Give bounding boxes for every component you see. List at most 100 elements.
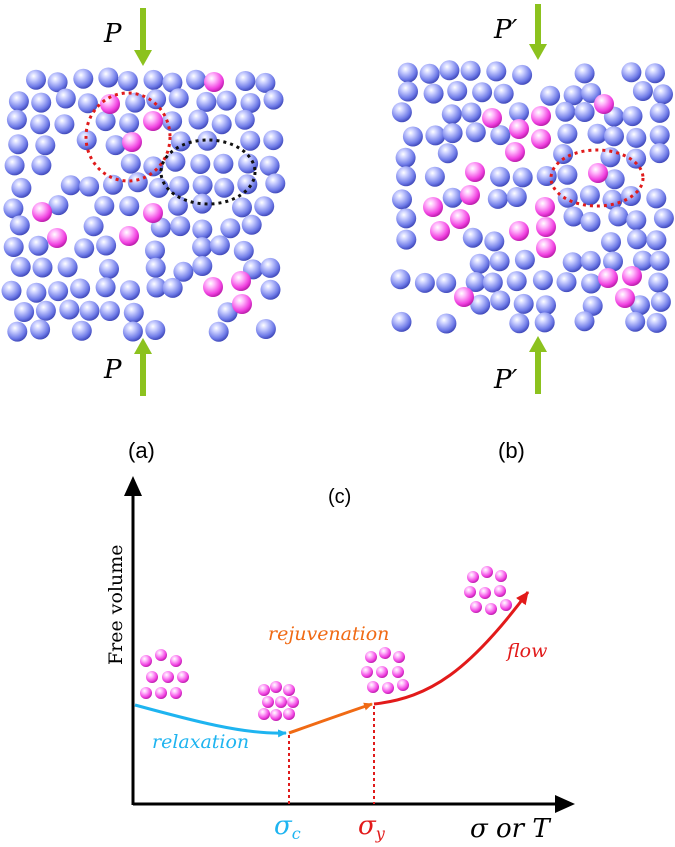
blue-atom <box>506 187 527 207</box>
blue-atom <box>146 89 167 110</box>
blue-atom <box>162 277 183 298</box>
pink-atom <box>536 217 556 237</box>
pink-atom <box>100 94 120 114</box>
blue-atom <box>96 235 117 256</box>
pink-atom <box>454 287 474 307</box>
blue-atom <box>263 89 284 110</box>
rejuvenation-label: rejuvenation <box>268 623 389 645</box>
blue-atom <box>232 197 252 218</box>
cluster-atom <box>500 599 512 611</box>
blue-atom <box>235 71 256 91</box>
blue-atom <box>48 195 69 216</box>
blue-atom <box>168 88 189 109</box>
blue-atom <box>148 177 169 198</box>
cluster-atom <box>258 684 270 696</box>
blue-atom <box>14 302 35 322</box>
blue-atom <box>512 167 533 188</box>
blue-atom <box>79 176 100 197</box>
blue-atom <box>512 64 533 85</box>
blue-atom <box>6 109 27 130</box>
blue-atom <box>553 144 574 164</box>
blue-atom <box>603 251 623 272</box>
pink-atom <box>423 197 443 217</box>
blue-atom <box>646 312 667 333</box>
blue-atom <box>514 249 535 270</box>
blue-atom <box>391 102 412 123</box>
top-force-arrow-a <box>134 8 152 66</box>
blue-atom <box>3 237 24 257</box>
blue-atom <box>35 300 56 321</box>
blue-atom <box>632 250 653 271</box>
blue-atom <box>536 295 556 316</box>
blue-atom <box>79 300 100 321</box>
red-dashed-circle-b <box>549 148 645 208</box>
blue-atom <box>557 123 578 144</box>
blue-atom <box>188 109 209 130</box>
blue-atom <box>649 250 670 271</box>
pink-atom <box>531 106 551 126</box>
panel-a: P P (a) <box>1 8 286 463</box>
panel-c: (c) Free volume σ or T relaxation rejuve… <box>105 476 575 844</box>
blue-atom <box>170 131 191 152</box>
cluster-atom <box>485 603 497 615</box>
blue-atom <box>208 321 229 342</box>
blue-atom <box>506 271 527 292</box>
pink-atom <box>622 266 642 286</box>
cluster-loose-icon <box>140 649 189 699</box>
cluster-atom <box>382 682 394 694</box>
blue-atom <box>238 153 259 174</box>
cluster-atom <box>177 671 189 683</box>
blue-atom <box>125 92 146 113</box>
cluster-atom <box>140 655 152 667</box>
cluster-atom <box>467 571 479 583</box>
blue-atom <box>54 114 75 135</box>
blue-atom <box>48 281 69 302</box>
cluster-rejuvenated-icon <box>361 647 409 694</box>
blue-atom <box>460 60 481 81</box>
blue-atom <box>8 134 29 155</box>
cluster-atom <box>287 696 299 708</box>
blue-atom <box>509 102 529 123</box>
blue-atom <box>625 311 646 332</box>
blue-atom <box>396 166 416 187</box>
blue-atom <box>30 319 51 340</box>
cluster-atom <box>393 651 405 663</box>
blue-atom <box>574 63 595 84</box>
y-axis-label: Free volume <box>105 544 127 665</box>
bottom-force-arrow-b <box>529 336 547 394</box>
blue-atom <box>465 122 486 143</box>
blue-atom <box>259 155 280 176</box>
blue-atom <box>190 154 211 174</box>
rejuvenation-curve <box>288 702 373 735</box>
blue-atom <box>447 81 468 101</box>
blue-atom <box>425 125 446 146</box>
blue-atom <box>10 256 31 277</box>
top-force-label-a: P <box>103 19 122 49</box>
pink-atom <box>598 268 618 288</box>
cluster-atom <box>481 566 493 578</box>
blue-atom <box>35 135 56 156</box>
top-force-label-b: P′ <box>493 15 517 45</box>
pink-atom <box>535 197 555 217</box>
blue-atom <box>581 273 602 294</box>
bottom-force-label-b: P′ <box>493 365 517 395</box>
blue-atom <box>31 92 52 113</box>
blue-atom <box>649 143 670 164</box>
pink-atom <box>460 185 480 205</box>
pink-atom <box>47 228 67 248</box>
cluster-atom <box>479 587 491 599</box>
blue-atom <box>146 277 167 298</box>
blue-atom <box>649 102 670 123</box>
pink-atom <box>509 221 529 241</box>
blue-atom <box>241 214 262 235</box>
blue-atom <box>192 256 213 276</box>
blue-atom <box>70 278 91 299</box>
pink-atom <box>465 162 485 182</box>
blue-atom <box>240 130 261 151</box>
blue-atom <box>602 189 623 210</box>
relaxation-curve <box>134 703 287 738</box>
blue-atom <box>608 206 629 227</box>
pink-atom <box>505 142 525 162</box>
blue-atom <box>493 83 514 104</box>
panel-a-label: (a) <box>128 438 155 463</box>
